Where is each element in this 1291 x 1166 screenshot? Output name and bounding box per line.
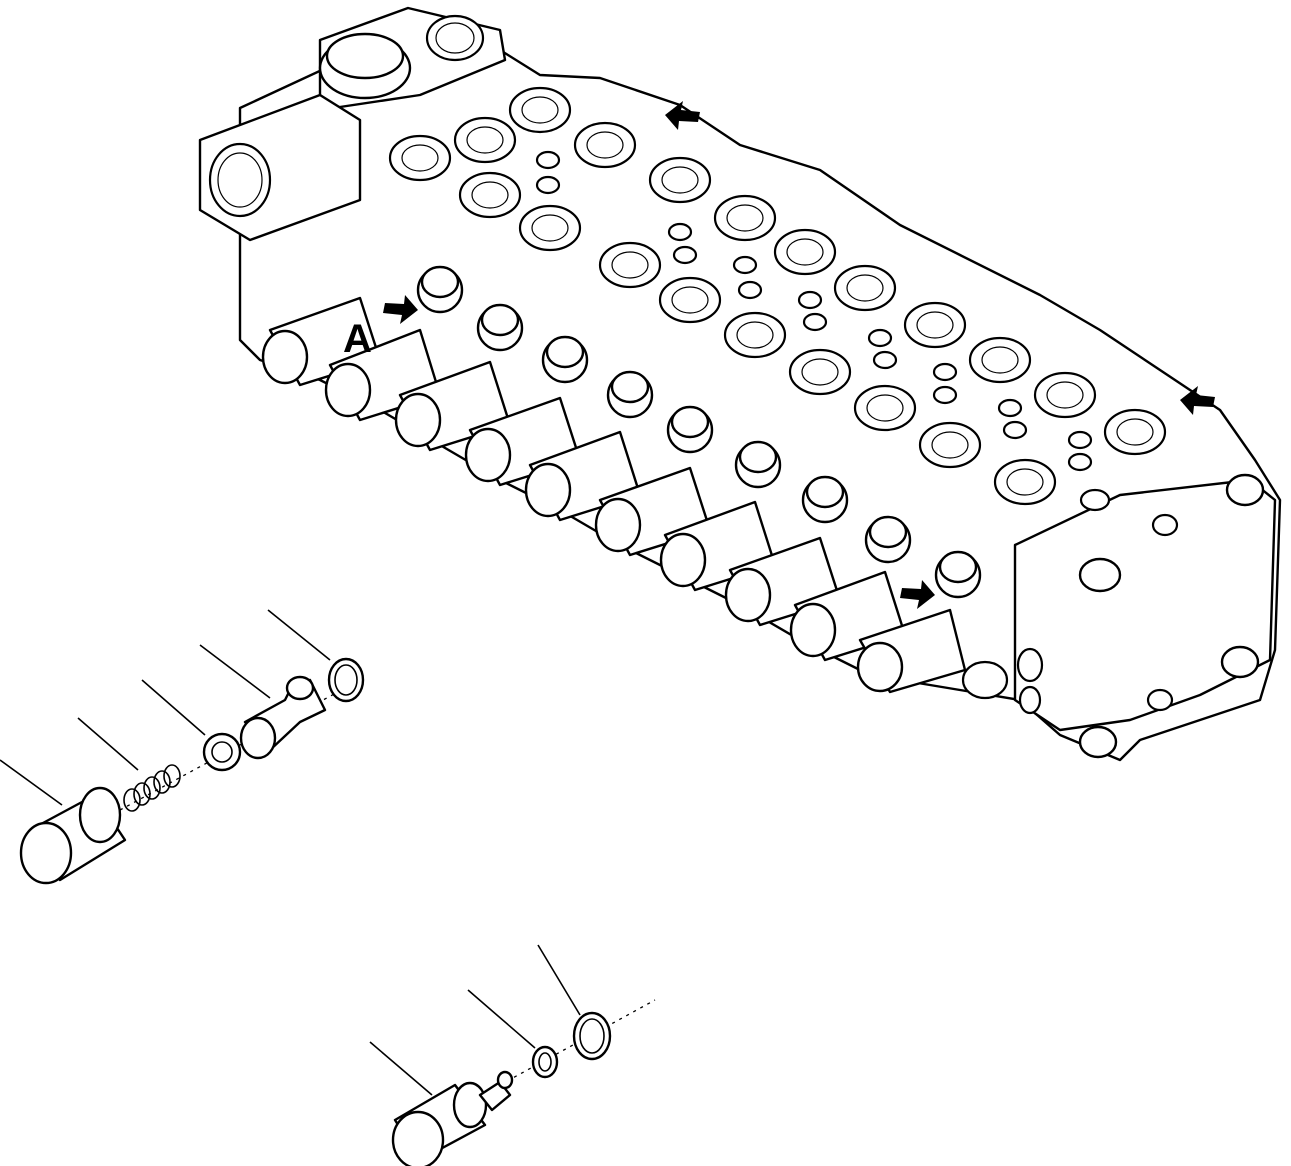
o-ring: [327, 657, 365, 703]
safety-valve-plug: [391, 1070, 514, 1166]
spring: [123, 764, 181, 812]
port-holes: [388, 86, 1167, 506]
control-valve-block: A: [198, 6, 1282, 762]
callout-label-a: A: [343, 317, 372, 361]
safety-o-ring: [572, 1011, 612, 1061]
poppet: [239, 675, 327, 760]
relief-plug: [19, 786, 127, 885]
washer: [202, 732, 242, 772]
pointer-arrows: [383, 101, 1215, 609]
backup-ring: [531, 1045, 559, 1079]
spool-ends: [261, 296, 967, 694]
relief-valve-assembly: [0, 609, 365, 885]
safety-valve-assembly: [369, 944, 656, 1166]
relief-plugs: [416, 265, 982, 599]
